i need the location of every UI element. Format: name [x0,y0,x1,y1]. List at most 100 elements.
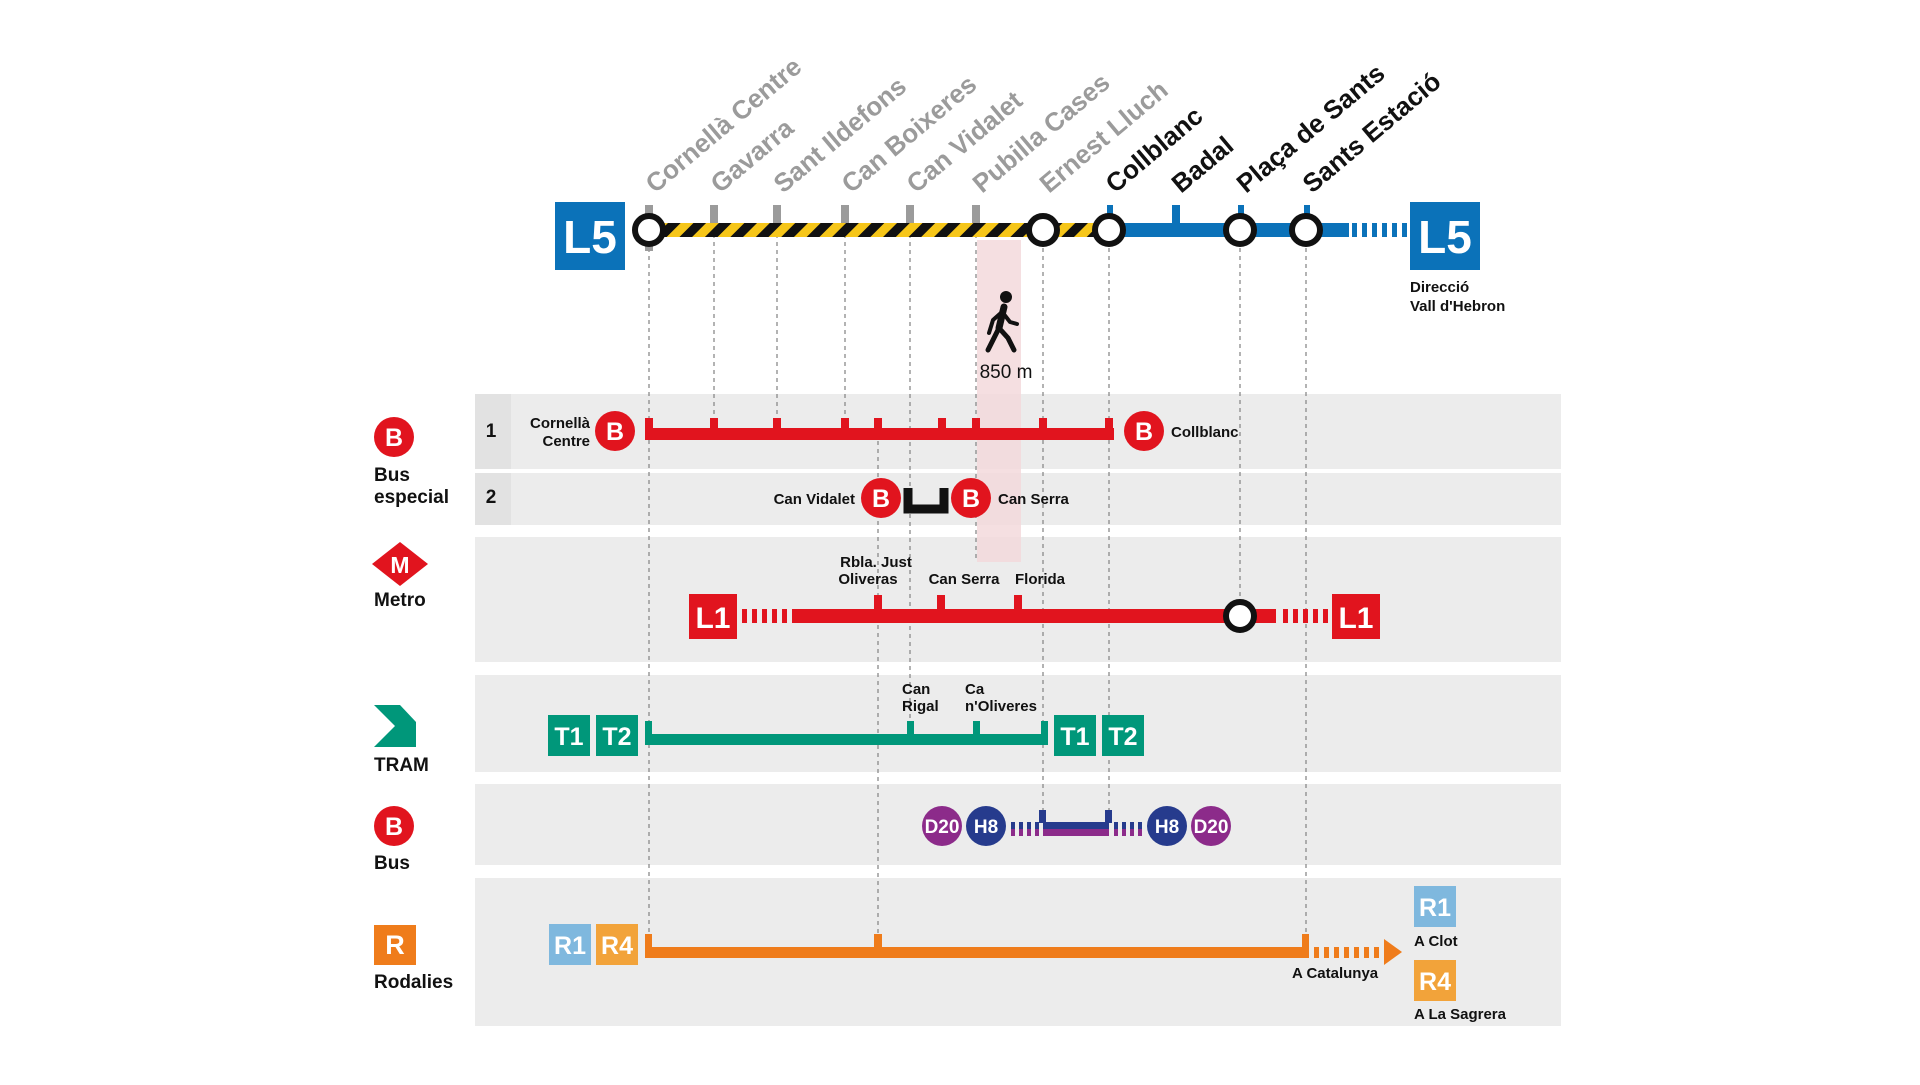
route1-stops [645,418,1113,432]
rodalies-left-badge-r1 [549,924,591,965]
l1-left-badge [689,594,737,639]
route1-end-bus-icon [1124,411,1164,451]
rodalies-dashes [1314,947,1379,958]
route1-end-bus-letter: B [1135,418,1153,446]
rodalies-line [645,947,1309,958]
bus-especial-icon [374,417,414,457]
bus-h8-left [966,806,1006,846]
tram-right-badge-t2-label: T2 [1108,723,1137,751]
rodalies-stops [645,934,1309,950]
route1-start-bus-letter: B [606,418,624,446]
walk-distance: 850 m [980,362,1033,383]
l5-right-badge [1410,202,1480,270]
bus-d20-left [922,806,962,846]
rodalies-icon-letter: R [385,930,405,960]
tram-right-badge-t1 [1054,715,1096,756]
route2-start-bus-letter: B [872,485,890,513]
walking-person-icon [985,291,1019,353]
band-tram [475,675,1561,772]
mode-labels: B Bus especial M Metro TRAM B Bus R Roda… [372,417,453,993]
tram-left-badge-t1 [548,715,590,756]
route2-number: 2 [486,487,497,508]
tram-left-badge-t2 [596,715,638,756]
rodalies-r4-destination: A La Sagrera [1414,1006,1507,1023]
tram-lines: T1 T2 T1 T2 Can Rigal Ca n'Oliveres [548,681,1144,756]
rodalies-label: Rodalies [374,972,453,993]
bus-d20-right [1191,806,1231,846]
l1-right-badge [1332,594,1380,639]
tram-stop-can-rigal-line2: Rigal [902,698,939,715]
bus-d20-right-label: D20 [1194,817,1229,838]
interchange-placa-sants [1223,213,1257,247]
bus-icon-letter: B [385,813,403,841]
tram-left-badge-t2-label: T2 [602,723,631,751]
l5-dashed-continuation [1352,223,1407,237]
tram-stop-ca-noliveres-line2: n'Oliveres [965,698,1037,715]
route2-from: Can Vidalet [774,491,855,508]
l1-stop-rbla-line2: Oliveras [838,571,897,588]
rodalies-left-badge-r1-label: R1 [554,932,586,960]
rodalies-icon [374,925,416,965]
bus-left-dashes [1011,822,1039,836]
route2-end-bus-icon [951,478,991,518]
tram-line [645,734,1048,745]
tram-label: TRAM [374,755,429,776]
bus-h8-left-label: H8 [974,817,998,838]
route2-to: Can Serra [998,491,1070,508]
interchange-sants-estacio [1289,213,1323,247]
route1-from-line2: Centre [542,433,590,450]
interchange-cornella [632,213,666,247]
interchange-collblanc [1092,213,1126,247]
rodalies-destination: A Catalunya [1292,965,1379,982]
route2-start-bus-icon [861,478,901,518]
rodalies-r1-badge-label: R1 [1419,894,1451,922]
route2-loop [903,488,949,514]
tram-icon [374,705,416,747]
bus-icon [374,806,414,846]
l1-stop-rbla-line1: Rbla. Just [840,554,912,571]
route1-number: 1 [486,421,497,442]
rodalies-left-badge-r4-label: R4 [601,932,633,960]
bus-right-dashes [1114,822,1142,836]
route1-start-bus-icon [595,411,635,451]
interchange-ernest-lluch [1026,213,1060,247]
l5-interchanges [632,213,1323,247]
l5-closed-segment [649,223,1109,237]
tram-stop-ca-noliveres-line1: Ca [965,681,985,698]
l5-left-badge [555,202,625,270]
l1-left-dashes [742,609,787,623]
band-bus-especial-num2 [475,473,511,525]
bus-especial-route-1: 1 Cornellà Centre B B Collblanc [486,411,1239,451]
l1-stops [874,595,1022,609]
bus-especial-route-2: 2 Can Vidalet B B Can Serra [486,478,1070,518]
l1-stop-can-serra: Can Serra [929,571,1001,588]
l1-stop-florida: Florida [1015,571,1066,588]
route2-end-bus-letter: B [962,485,980,513]
rodalies-r4-badge-label: R4 [1419,968,1451,996]
l5-direction-line1: Direcció [1410,279,1469,296]
bus-d20-left-label: D20 [925,817,960,838]
bus-especial-label-line2: especial [374,487,449,508]
metro-icon-letter: M [390,552,409,578]
route1-to: Collblanc [1171,424,1239,441]
rodalies-lines: R1 R4 A Catalunya R1 A Clot R4 A La Sagr… [549,886,1507,1023]
walk-transfer-highlight [977,240,1021,562]
bus-d20-segment [1043,829,1109,836]
rodalies-r1-destination: A Clot [1414,933,1458,950]
bus-lines: D20 H8 H8 D20 [922,806,1231,846]
rodalies-r4-badge [1414,960,1456,1001]
l1-interchange-placa-sants [1223,599,1257,633]
bus-h8-segment [1043,822,1109,829]
station-guides [648,226,1307,945]
bus-stops [1039,810,1112,823]
tram-right-badge-t1-label: T1 [1060,723,1089,751]
metro-l1: L1 L1 Rbla. Just Oliveras Can Serra Flor… [689,554,1380,639]
band-bus [475,784,1561,865]
metro-icon [372,542,428,586]
route1-line [645,428,1114,440]
bus-label: Bus [374,853,410,874]
l5-left-badge-label: L5 [563,211,617,263]
l1-left-badge-label: L1 [695,602,730,635]
